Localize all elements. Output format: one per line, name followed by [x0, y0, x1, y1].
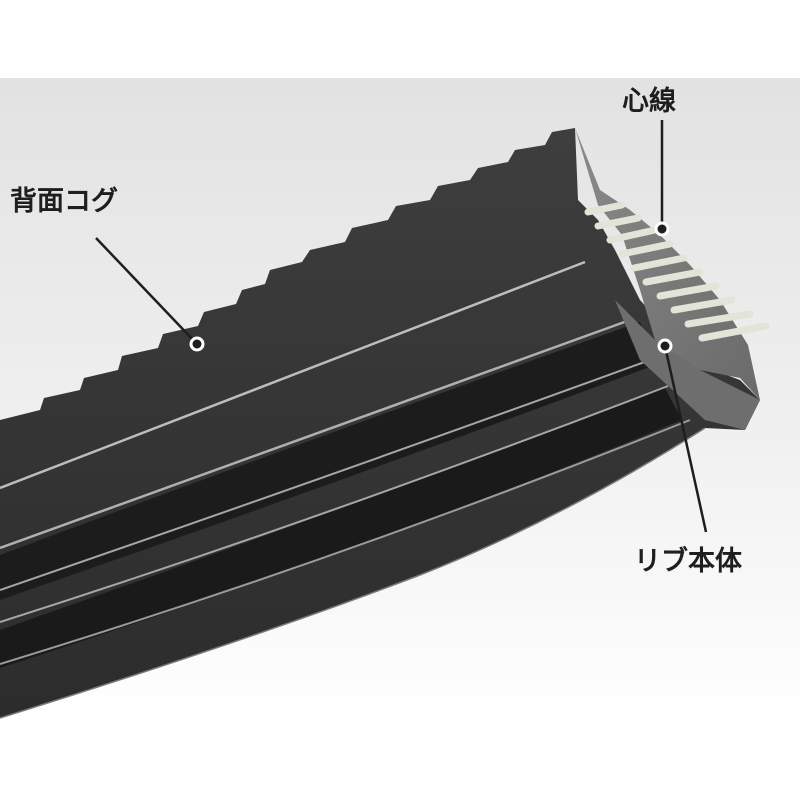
rib-highlight-5: [0, 419, 691, 665]
leader-line-back-cog: [95, 237, 197, 344]
leader-dot-back-cog: [189, 336, 205, 352]
rib-highlight-1: [0, 260, 586, 490]
callout-rib-body-label: リブ本体: [634, 546, 742, 577]
callout-back-cog-label: 背面コグ: [10, 186, 118, 217]
callout-core-wire-label: 心線: [622, 86, 676, 117]
leader-line-rib-body: [663, 345, 708, 533]
belt-bottom-edge: [0, 427, 706, 719]
core-wires: [584, 201, 770, 342]
leader-dot-core-wire: [654, 221, 670, 237]
rib-highlight-4: [0, 385, 669, 623]
leader-dot-rib-body: [657, 338, 673, 354]
rib-groove-2: [0, 388, 682, 668]
rib-highlight-2: [0, 318, 631, 550]
rib-groove-1: [0, 322, 655, 600]
end-face-rib: [615, 300, 760, 430]
rib-highlight-3: [0, 359, 651, 591]
